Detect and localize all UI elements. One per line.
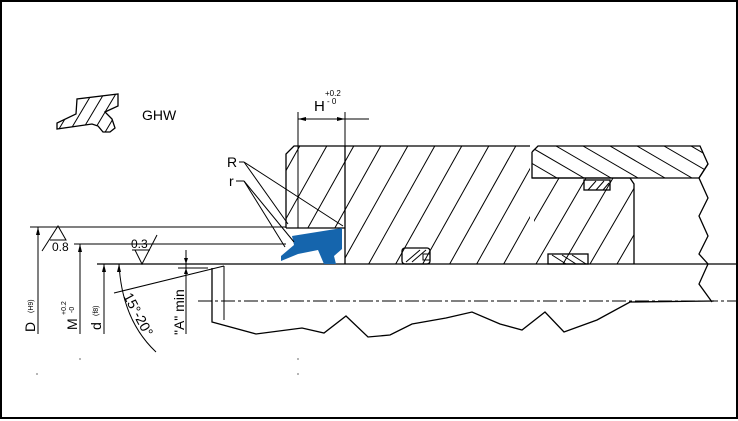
svg-text:(f8): (f8) bbox=[93, 306, 100, 317]
dimension-M: M +0.2 -0 bbox=[61, 244, 82, 334]
hatch-line bbox=[57, 94, 58, 132]
hatch-line bbox=[339, 146, 411, 264]
svg-text:"A" min: "A" min bbox=[171, 289, 187, 335]
hatch-line bbox=[556, 142, 626, 267]
hatch-line bbox=[616, 178, 634, 264]
svg-text:+0.2: +0.2 bbox=[61, 301, 68, 315]
radius-r-leader: r bbox=[229, 173, 295, 248]
hatch-line bbox=[286, 146, 303, 264]
svg-text:d: d bbox=[88, 322, 104, 330]
hatch-line bbox=[115, 94, 118, 132]
svg-text:0.3: 0.3 bbox=[131, 237, 148, 251]
dimension-A-min: "A" min bbox=[171, 250, 208, 335]
hatch-line bbox=[501, 146, 530, 264]
surface-finish-0.3: 0.3 bbox=[131, 234, 158, 266]
svg-text:-0: -0 bbox=[69, 307, 76, 313]
nut-block bbox=[482, 177, 694, 264]
hatch-line bbox=[690, 146, 708, 178]
svg-text:0.8: 0.8 bbox=[52, 240, 69, 254]
hatch-line bbox=[393, 146, 465, 264]
svg-text:H: H bbox=[314, 98, 325, 115]
svg-text:D: D bbox=[22, 322, 38, 332]
hatch-line bbox=[582, 146, 639, 178]
hatch-line bbox=[644, 178, 694, 264]
hatch-line bbox=[286, 146, 330, 264]
hatch-line bbox=[534, 178, 560, 264]
hatch-line bbox=[663, 146, 708, 178]
seal-profile bbox=[281, 228, 342, 264]
hatch-line bbox=[532, 146, 585, 178]
piston-body bbox=[285, 142, 626, 267]
hatch-line bbox=[718, 146, 738, 178]
profile-label: GHW bbox=[142, 107, 177, 123]
hatch-line bbox=[535, 178, 587, 264]
hatch-line bbox=[555, 146, 612, 178]
hatch-line bbox=[532, 146, 558, 178]
hatch-line bbox=[609, 146, 666, 178]
hatch-line bbox=[420, 146, 492, 264]
hatch-line bbox=[528, 146, 530, 264]
hatch-line bbox=[482, 178, 532, 264]
groove-ring-1 bbox=[401, 247, 431, 265]
chamfer-angle: 15°-20° bbox=[113, 263, 225, 353]
profile-icon bbox=[56, 93, 119, 133]
dimension-D: D (H9) bbox=[22, 227, 40, 334]
svg-text:R: R bbox=[227, 154, 237, 170]
radius-R-leader: R bbox=[227, 154, 344, 227]
surface-finish-0.8: 0.8 bbox=[41, 225, 69, 254]
hatch-line bbox=[103, 94, 118, 132]
hatch-line bbox=[562, 178, 614, 264]
hatch-line bbox=[589, 178, 634, 264]
hatch-line bbox=[366, 146, 438, 264]
svg-text:+0.2: +0.2 bbox=[325, 89, 341, 98]
rod-break-line bbox=[211, 268, 715, 338]
svg-text:(H9): (H9) bbox=[28, 299, 35, 313]
svg-text:M: M bbox=[64, 318, 80, 330]
dimension-d: d (f8) bbox=[88, 264, 106, 334]
svg-text:- 0: - 0 bbox=[327, 97, 337, 106]
dimension-H: H +0.2 - 0 bbox=[297, 89, 369, 228]
break-line-right bbox=[698, 163, 713, 303]
groove-ring-2 bbox=[583, 179, 611, 191]
hatch-line bbox=[91, 94, 118, 132]
hatch-line bbox=[636, 146, 693, 178]
svg-text:r: r bbox=[229, 173, 234, 189]
hatch-line bbox=[447, 146, 519, 264]
hatch-line bbox=[474, 146, 530, 264]
